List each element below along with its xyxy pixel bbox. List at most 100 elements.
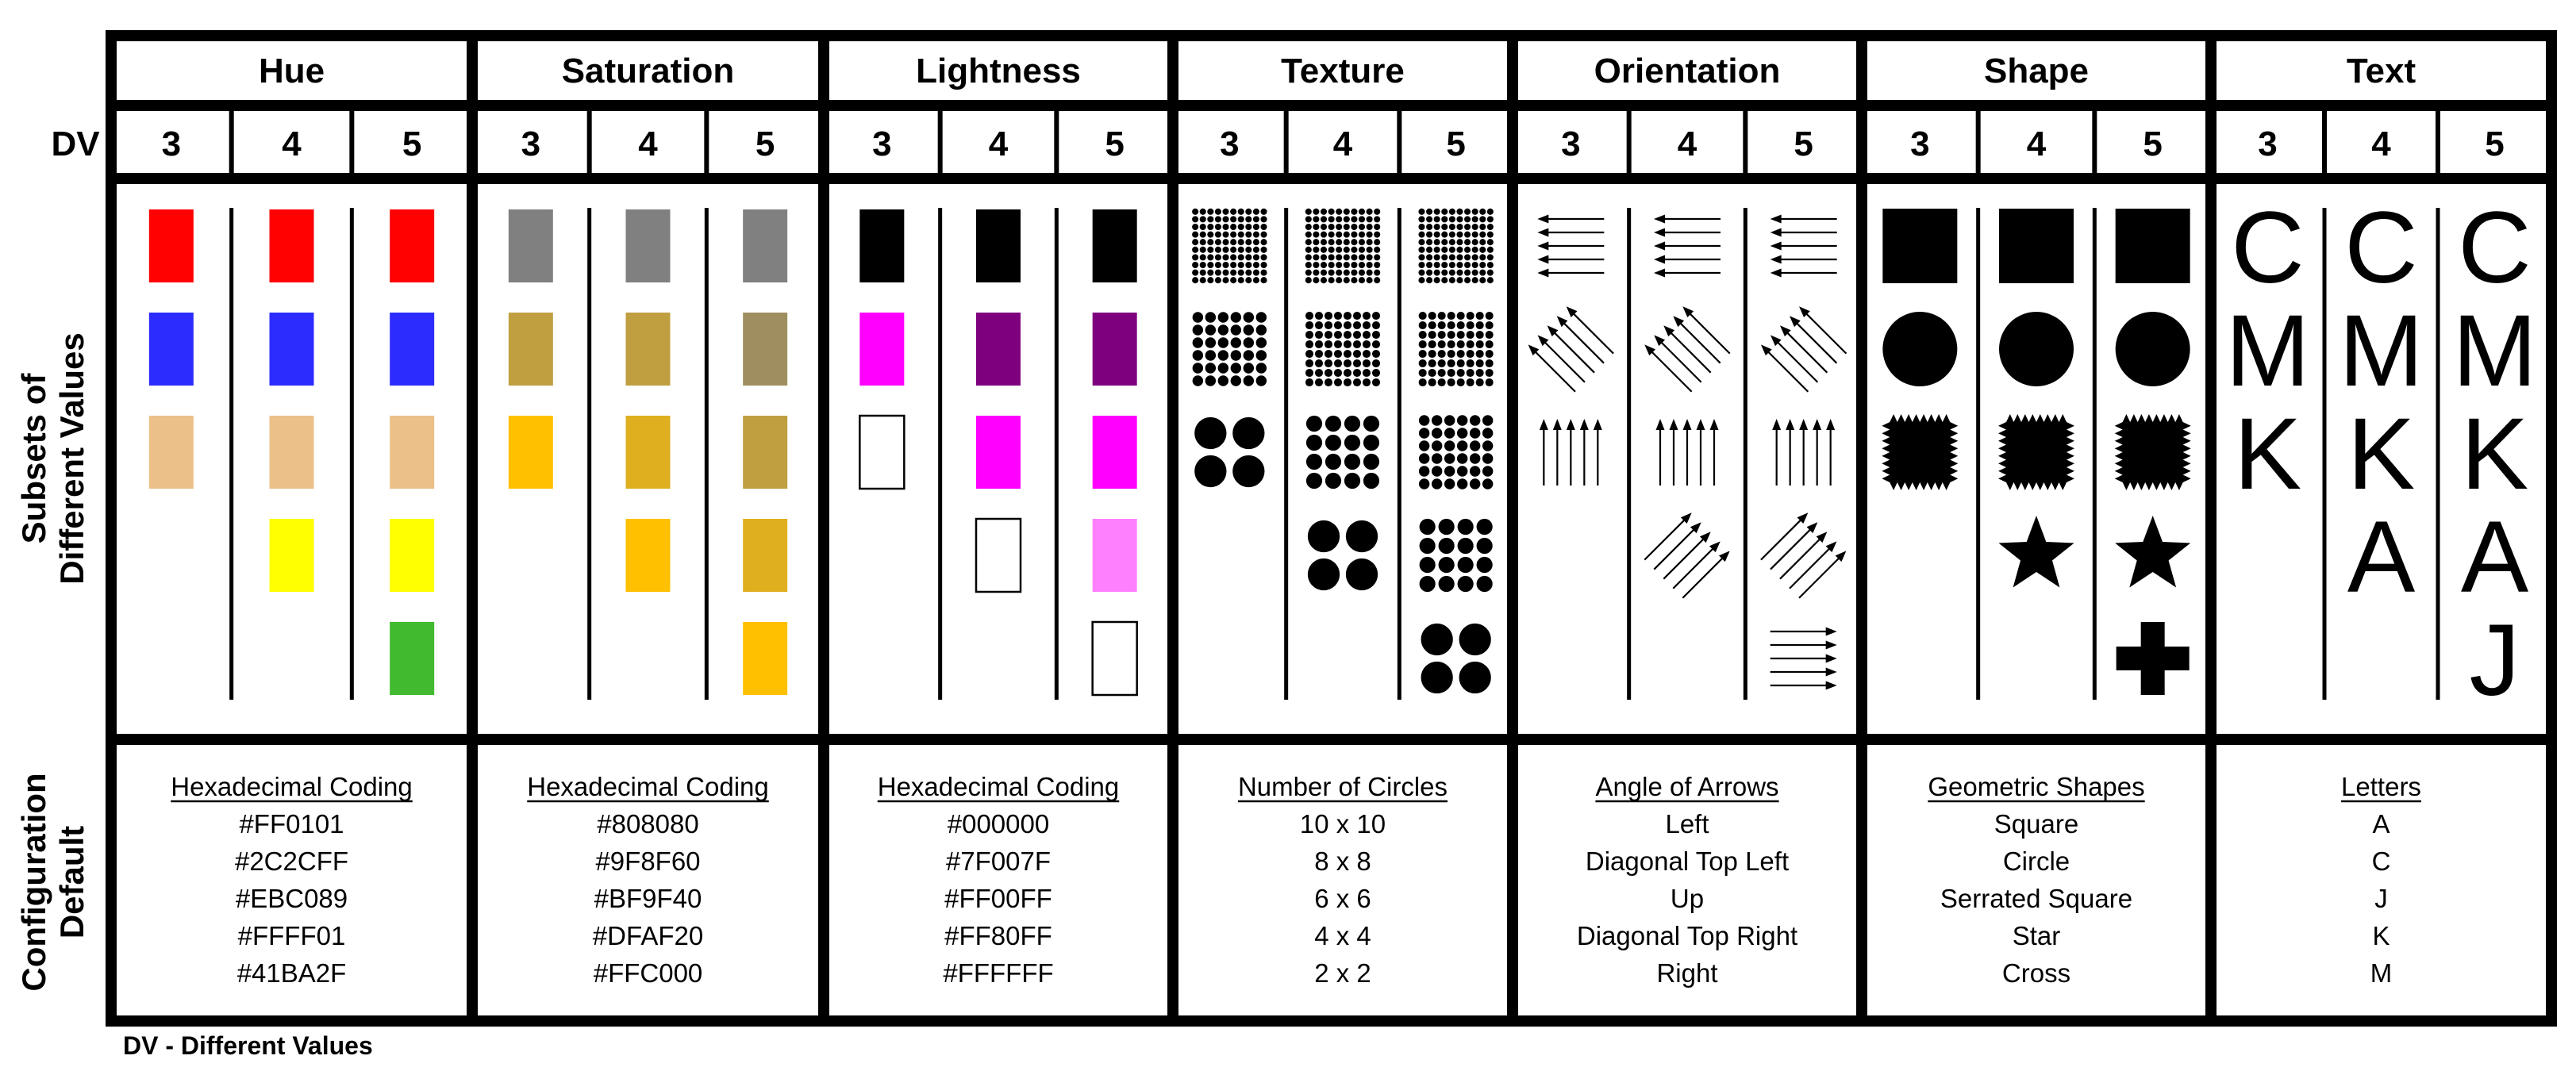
subset-shape-dv3 — [1882, 209, 1959, 490]
grid-v-line — [1167, 30, 1178, 1027]
subset-saturation-dv4 — [625, 209, 671, 592]
config-label-line2: Default — [53, 826, 90, 939]
subset-shape-dv4 — [1998, 209, 2074, 588]
color-swatch — [859, 414, 905, 490]
config-item: Star — [2013, 921, 2061, 950]
color-swatch — [976, 313, 1021, 386]
config-item: A — [2372, 809, 2390, 839]
texture-circles-2x2 — [1307, 520, 1378, 591]
square-shape — [1882, 209, 1958, 283]
color-swatch — [1092, 209, 1137, 282]
subsets-label-line1: Subsets of — [15, 373, 52, 544]
config-item: #DFAF20 — [593, 921, 703, 950]
dv-value: 5 — [1794, 125, 1813, 163]
texture-circles-10x10 — [1192, 208, 1267, 284]
dv-value: 5 — [402, 125, 421, 163]
arrows-up — [1772, 419, 1836, 486]
config-item: 4 x 4 — [1314, 921, 1371, 950]
category-title-hue: Hue — [259, 52, 325, 90]
config-item: Serrated Square — [1940, 884, 2132, 913]
dv-value: 3 — [521, 125, 540, 163]
letter-mark: M — [2339, 294, 2424, 408]
subset-divider — [1284, 208, 1289, 700]
arrows-left — [1770, 214, 1837, 278]
texture-circles-6x6 — [1418, 415, 1494, 489]
arrows-diag-top-left — [1528, 306, 1614, 393]
category-title-lightness: Lightness — [916, 52, 1081, 90]
cross-shape — [2116, 622, 2190, 695]
color-swatch — [743, 519, 788, 592]
square-shape — [2115, 209, 2190, 283]
subset-divider — [1397, 208, 1401, 700]
circle-shape — [1999, 312, 2074, 386]
grid-h-line — [106, 734, 2557, 745]
grid-v-line — [818, 30, 829, 1027]
config-item: 2 x 2 — [1314, 958, 1371, 988]
grid-v-line — [2546, 30, 2557, 1027]
dv-divider — [1975, 106, 1981, 178]
config-title: Angle of Arrows — [1595, 772, 1778, 801]
grid-v-line — [467, 30, 478, 1027]
config-item: #808080 — [597, 809, 698, 839]
texture-circles-2x2 — [1421, 623, 1491, 694]
dv-value: 4 — [282, 125, 302, 163]
letter-mark: M — [2225, 294, 2310, 408]
dv-divider — [2322, 106, 2327, 178]
letter-mark: K — [2234, 397, 2301, 511]
dv-value: 4 — [1333, 125, 1353, 163]
star-shape — [2115, 516, 2191, 588]
dv-divider — [704, 106, 709, 178]
category-title-orientation: Orientation — [1594, 52, 1781, 90]
color-swatch — [390, 622, 435, 695]
subset-hue-dv4 — [269, 209, 314, 592]
config-item: Square — [1994, 809, 2078, 839]
config-item: #FFFF01 — [238, 921, 346, 950]
subset-lightness-dv5 — [1091, 209, 1138, 697]
color-swatch — [269, 209, 314, 282]
subset-divider — [229, 208, 234, 700]
texture-circles-4x4 — [1305, 415, 1380, 489]
arrows-diag-top-right — [1760, 512, 1847, 599]
subset-lightness-dv3 — [859, 209, 905, 490]
dv-divider — [1054, 106, 1059, 178]
config-item: M — [2370, 958, 2393, 988]
dv-value: 4 — [2027, 125, 2047, 163]
config-item: J — [2374, 884, 2388, 913]
arrows-right — [1770, 627, 1837, 690]
category-title-text: Text — [2347, 52, 2416, 90]
subset-divider — [2436, 208, 2440, 700]
color-swatch — [390, 209, 435, 282]
config-saturation: Hexadecimal Coding#808080#9F8F60#BF9F40#… — [527, 772, 769, 988]
letter-mark: J — [2470, 604, 2520, 717]
color-swatch — [976, 209, 1021, 282]
config-item: Circle — [2003, 846, 2070, 876]
config-item: #FF80FF — [944, 921, 1052, 950]
dv-divider — [2092, 106, 2097, 178]
color-swatch — [743, 209, 788, 282]
color-swatch — [625, 416, 671, 489]
serrated-square-shape — [1882, 414, 1959, 490]
config-item: #9F8F60 — [595, 846, 700, 876]
color-swatch — [975, 517, 1022, 593]
dv-value: 4 — [989, 125, 1009, 163]
config-item: #FFC000 — [594, 958, 703, 988]
color-swatch — [976, 416, 1021, 489]
config-item: #41BA2F — [237, 958, 347, 988]
letter-mark: C — [2231, 191, 2304, 305]
config-lightness: Hexadecimal Coding#000000#7F007F#FF00FF#… — [877, 772, 1120, 988]
config-title: Number of Circles — [1238, 772, 1448, 801]
color-swatch — [148, 416, 194, 489]
color-swatch — [859, 209, 905, 282]
texture-circles-10x10 — [1418, 208, 1494, 284]
circle-shape — [2115, 312, 2190, 386]
dv-value: 5 — [755, 125, 775, 163]
subset-orientation-dv3 — [1528, 214, 1614, 486]
texture-circles-10x10 — [1305, 208, 1381, 284]
letter-mark: K — [2347, 397, 2415, 511]
